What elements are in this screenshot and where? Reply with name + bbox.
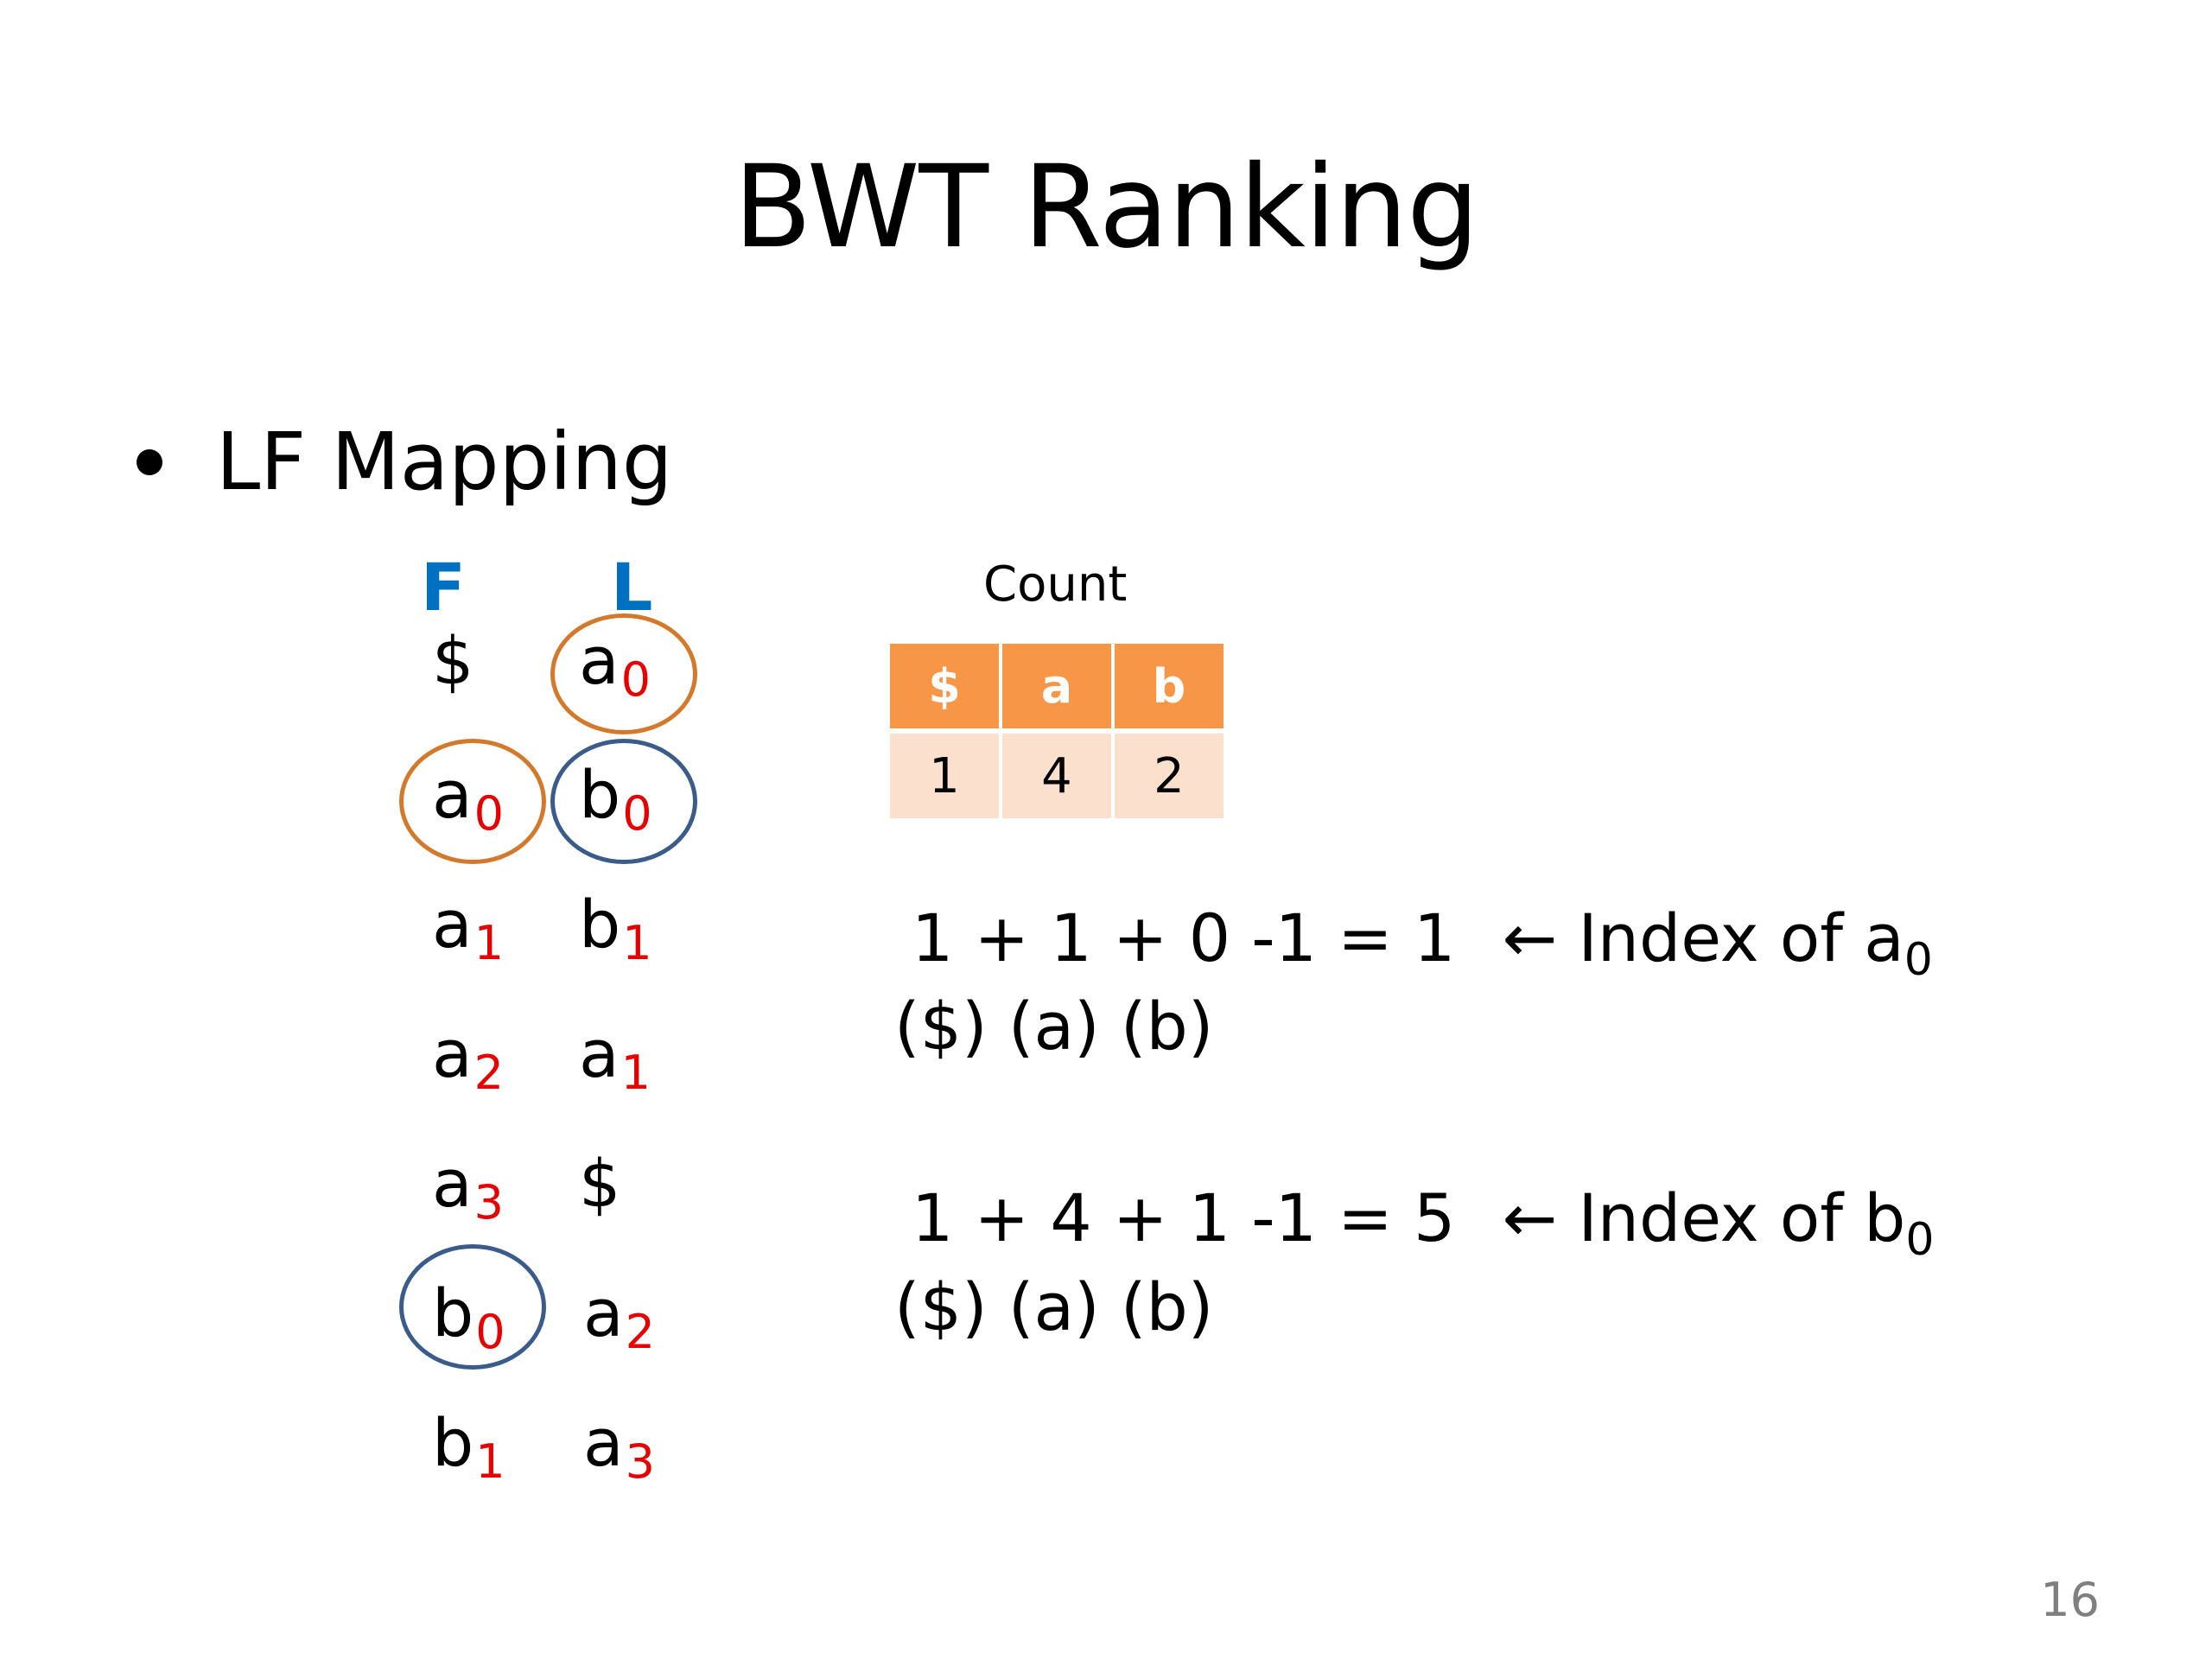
left-arrow-icon: ← xyxy=(1502,899,1558,976)
f-cell-0: $ xyxy=(432,622,474,699)
count-label: Count xyxy=(983,556,1128,613)
f-cell-2: a1 xyxy=(432,886,504,970)
count-table: $ a b 1 4 2 xyxy=(890,644,1227,822)
l-column-header: L xyxy=(611,549,653,626)
circle-f-a0 xyxy=(399,739,546,864)
l-cell-4: $ xyxy=(579,1145,621,1222)
count-table-value-row: 1 4 2 xyxy=(890,731,1227,822)
count-header-b: b xyxy=(1113,644,1227,734)
l-cell-6: a3 xyxy=(583,1404,655,1489)
circle-l-b0 xyxy=(550,739,697,864)
l-cell-3: a1 xyxy=(579,1015,651,1100)
l-cell-2: b1 xyxy=(579,886,652,970)
formula-b0-label: Index of b xyxy=(1578,1179,1906,1256)
formula-b0-legend: ($) (a) (b) xyxy=(894,1268,1214,1345)
formula-a0: 1 + 1 + 0 -1 = 1 ← Index of a0 xyxy=(912,897,1933,1001)
formula-a0-label: Index of a xyxy=(1578,899,1904,976)
count-value-b: 2 xyxy=(1113,731,1227,822)
formula-a0-legend: ($) (a) (b) xyxy=(894,988,1214,1065)
slide-title: BWT Ranking xyxy=(734,141,1479,274)
count-table-header-row: $ a b xyxy=(890,644,1227,734)
bullet-dot xyxy=(137,449,162,475)
formula-a0-subscript: 0 xyxy=(1904,934,1933,986)
bullet-lf-mapping: LF Mapping xyxy=(216,416,673,508)
f-cell-6: b1 xyxy=(432,1404,505,1489)
count-value-a: 4 xyxy=(1001,731,1115,822)
l-cell-5: a2 xyxy=(583,1274,655,1359)
count-header-dollar: $ xyxy=(890,644,1002,734)
circle-l-a0 xyxy=(550,613,697,734)
formula-b0-expression: 1 + 4 + 1 -1 = 5 xyxy=(912,1179,1456,1256)
formula-b0-subscript: 0 xyxy=(1905,1214,1935,1266)
page-number: 16 xyxy=(2040,1573,2100,1627)
left-arrow-icon: ← xyxy=(1502,1179,1558,1256)
formula-b0: 1 + 4 + 1 -1 = 5 ← Index of b0 xyxy=(912,1177,1935,1281)
count-value-dollar: 1 xyxy=(890,731,1002,822)
f-cell-3: a2 xyxy=(432,1015,504,1100)
circle-f-b0 xyxy=(399,1244,546,1370)
f-column-header: F xyxy=(421,549,466,626)
formula-a0-expression: 1 + 1 + 0 -1 = 1 xyxy=(912,899,1456,976)
f-cell-4: a3 xyxy=(432,1145,504,1230)
count-header-a: a xyxy=(1001,644,1115,734)
